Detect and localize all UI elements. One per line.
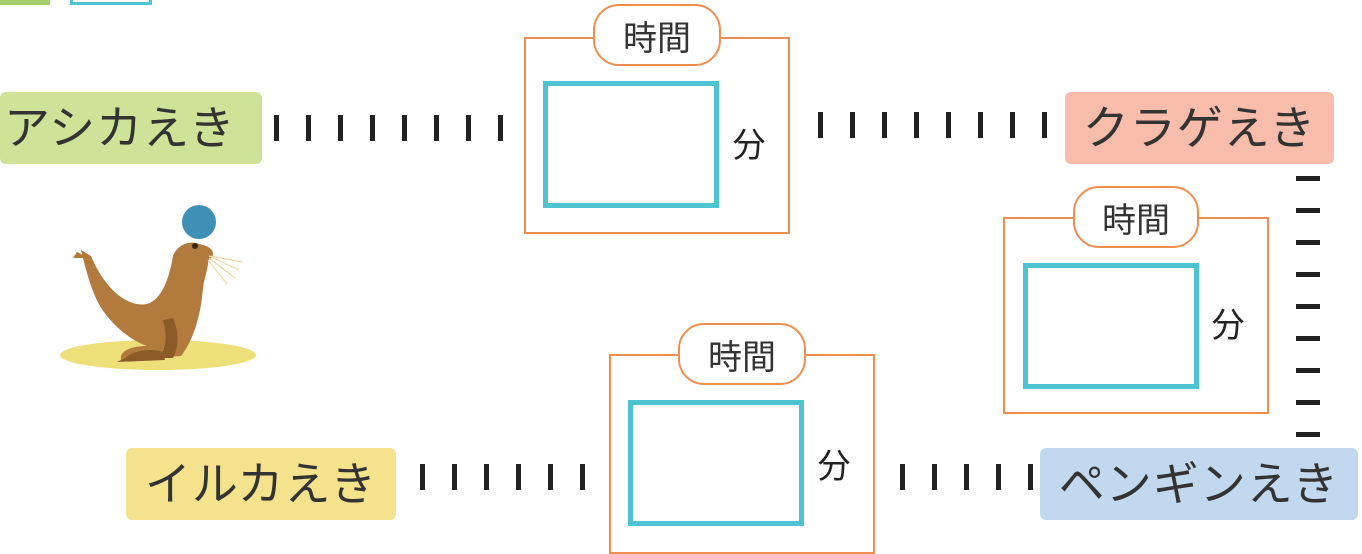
track-tick — [338, 115, 343, 141]
track-tick — [1296, 304, 1320, 309]
track-tick — [548, 464, 553, 490]
station-iruka-label: イルカえき — [144, 457, 378, 511]
track-tick — [452, 464, 457, 490]
station-kurage: クラゲえき — [1065, 92, 1334, 164]
time-box-iruka-pengin: 分 — [609, 354, 875, 554]
track-tick — [1296, 400, 1320, 405]
sea-lion-icon — [73, 242, 244, 362]
track-tick — [434, 115, 439, 141]
track-tick — [1028, 464, 1033, 490]
sea-lion-illustration — [60, 205, 256, 370]
unit-minutes: 分 — [732, 126, 766, 166]
track-tick — [498, 115, 503, 141]
time-box-kurage-pengin: 分 — [1003, 217, 1269, 414]
track-tick — [484, 464, 489, 490]
unit-minutes: 分 — [1211, 306, 1245, 346]
time-tag-iruka-pengin: 時間 — [678, 323, 806, 385]
track-tick — [900, 464, 905, 490]
track-tick — [420, 464, 425, 490]
track-tick — [402, 115, 407, 141]
track-tick — [1296, 432, 1320, 437]
station-ashika: アシカえき — [0, 92, 262, 164]
station-pengin: ペンギンえき — [1040, 448, 1358, 520]
track-tick — [370, 115, 375, 141]
track-tick — [914, 112, 919, 138]
track-tick — [306, 115, 311, 141]
answer-box-ashika-kurage[interactable] — [543, 81, 719, 208]
time-tag-kurage-pengin: 時間 — [1073, 186, 1199, 248]
station-kurage-label: クラゲえき — [1082, 101, 1317, 155]
track-tick — [882, 112, 887, 138]
track-tick — [274, 115, 279, 141]
track-tick — [1296, 336, 1320, 341]
track-tick — [964, 464, 969, 490]
track-tick — [818, 112, 823, 138]
answer-box-kurage-pengin[interactable] — [1023, 263, 1199, 389]
track-tick — [850, 112, 855, 138]
time-tag-label: 時間 — [708, 337, 776, 378]
time-tag-label: 時間 — [1102, 200, 1170, 241]
track-tick — [1010, 112, 1015, 138]
track-tick — [516, 464, 521, 490]
track-tick — [1296, 240, 1320, 245]
track-tick — [932, 464, 937, 490]
time-box-ashika-kurage: 分 — [524, 37, 790, 234]
time-tag-label: 時間 — [623, 18, 691, 59]
answer-box-iruka-pengin[interactable] — [628, 400, 804, 526]
unit-minutes: 分 — [817, 447, 851, 487]
track-tick — [1296, 176, 1320, 181]
ball-icon — [182, 205, 216, 239]
track-tick — [996, 464, 1001, 490]
legend-green-swatch — [0, 0, 50, 5]
station-iruka: イルカえき — [126, 448, 396, 520]
track-tick — [580, 464, 585, 490]
track-tick — [978, 112, 983, 138]
legend-answer-box — [70, 0, 152, 5]
track-tick — [466, 115, 471, 141]
track-tick — [1296, 272, 1320, 277]
track-tick — [946, 112, 951, 138]
station-ashika-label: アシカえき — [4, 101, 236, 155]
time-tag-ashika-kurage: 時間 — [593, 4, 721, 66]
track-tick — [1296, 368, 1320, 373]
station-pengin-label: ペンギンえき — [1058, 457, 1340, 511]
track-tick — [1042, 112, 1047, 138]
track-tick — [1296, 208, 1320, 213]
